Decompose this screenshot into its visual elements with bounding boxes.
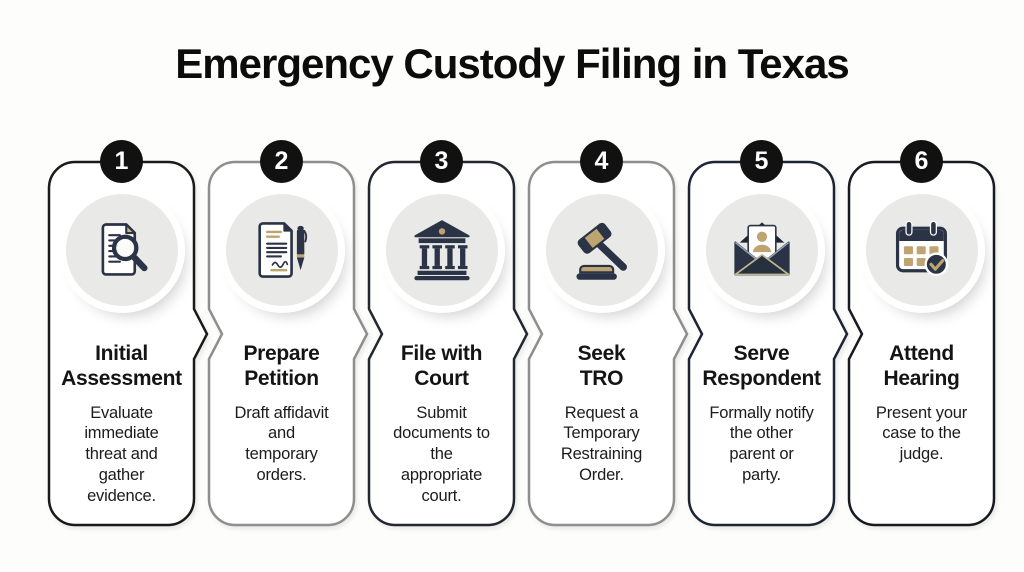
step-number: 5 [754, 147, 769, 175]
step-number-badge: 5 [740, 140, 783, 183]
petition-pen-icon [258, 222, 308, 278]
step-number-badge: 6 [900, 140, 943, 183]
step-description: Draft affidavit and temporary orders. [234, 403, 329, 484]
step-card-4: 4 Seek TRO Request a Temporary Restraini… [527, 140, 689, 527]
step-card-5: 5 Serve Respondent Formally notify the o… [687, 140, 849, 527]
step-number: 6 [914, 147, 929, 175]
step-title: Initial Assessment [61, 342, 182, 390]
step-number-badge: 4 [580, 140, 623, 183]
step-description: Submit documents to the appropriate cour… [393, 403, 490, 505]
step-number-badge: 3 [420, 140, 463, 183]
step-description: Formally notify the other parent or part… [709, 403, 814, 484]
step-card-1: 1 Initial Assessment Evaluate [47, 140, 209, 527]
step-description: Request a Temporary Restraining Order. [560, 403, 643, 484]
step-icon-circle [866, 194, 978, 306]
step-icon-circle [386, 194, 498, 306]
step-description: Evaluate immediate threat and gather evi… [84, 403, 159, 505]
step-text: Attend Hearing Present your case to the … [849, 342, 994, 465]
step-number: 3 [434, 147, 449, 175]
step-icon-circle [66, 194, 178, 306]
step-number-badge: 2 [260, 140, 303, 183]
step-text: Initial Assessment Evaluate immediate th… [49, 342, 194, 506]
step-card-2: 2 [207, 140, 369, 527]
calendar-check-icon [895, 220, 949, 277]
step-text: File with Court Submit documents to the … [369, 342, 514, 506]
envelope-person-icon [734, 222, 790, 276]
step-title: Serve Respondent [702, 342, 821, 390]
step-number: 4 [594, 147, 609, 175]
step-text: Seek TRO Request a Temporary Restraining… [529, 342, 674, 486]
step-description: Present your case to the judge. [875, 403, 968, 464]
step-number-badge: 1 [100, 140, 143, 183]
step-title: Seek TRO [577, 342, 626, 390]
page-title: Emergency Custody Filing in Texas [175, 40, 849, 87]
step-title: File with Court [400, 342, 483, 390]
step-number: 1 [114, 147, 129, 175]
step-title: Prepare Petition [243, 342, 320, 390]
step-title: Attend Hearing [883, 342, 960, 390]
step-icon-circle [546, 194, 658, 306]
step-card-6: 6 Attend Hearing Present your ca [847, 140, 1009, 527]
step-card-3: 3 File with Court Submit documents to th… [367, 140, 529, 527]
step-text: Serve Respondent Formally notify the oth… [689, 342, 834, 486]
step-text: Prepare Petition Draft affidavit and tem… [209, 342, 354, 486]
gavel-icon [576, 222, 627, 280]
courthouse-icon [414, 220, 470, 281]
step-icon-circle [706, 194, 818, 306]
step-number: 2 [274, 147, 289, 175]
document-magnifier-icon [101, 223, 148, 276]
step-icon-circle [226, 194, 338, 306]
